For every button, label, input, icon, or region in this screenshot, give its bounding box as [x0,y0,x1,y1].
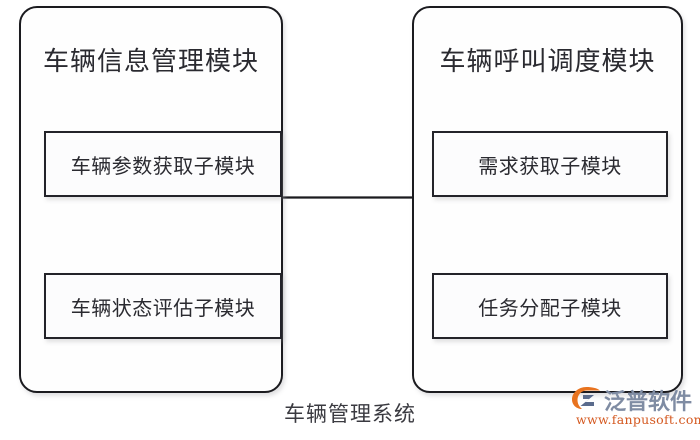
submodule-label: 任务分配子模块 [478,295,622,320]
module-title-vehicle-info-management: 车辆信息管理模块 [42,47,259,77]
submodule-vehicle-status-evaluation[interactable]: 车辆状态评估子模块 [44,273,282,339]
watermark-url: www.fanpusoft.com [576,412,700,427]
submodule-task-assignment[interactable]: 任务分配子模块 [432,273,668,339]
watermark-brand: 泛普软件 [604,390,693,415]
submodule-vehicle-parameter-acquisition[interactable]: 车辆参数获取子模块 [44,131,282,197]
watermark: 泛普软件 www.fanpusoft.com [570,384,700,436]
module-title-vehicle-call-dispatch: 车辆呼叫调度模块 [439,47,656,77]
diagram-caption: 车辆管理系统 [284,402,416,426]
submodule-demand-acquisition[interactable]: 需求获取子模块 [432,131,668,197]
submodule-label: 需求获取子模块 [478,153,622,178]
submodule-label: 车辆参数获取子模块 [70,153,256,178]
submodule-label: 车辆状态评估子模块 [70,295,256,320]
fanpu-logo-icon [572,387,600,409]
